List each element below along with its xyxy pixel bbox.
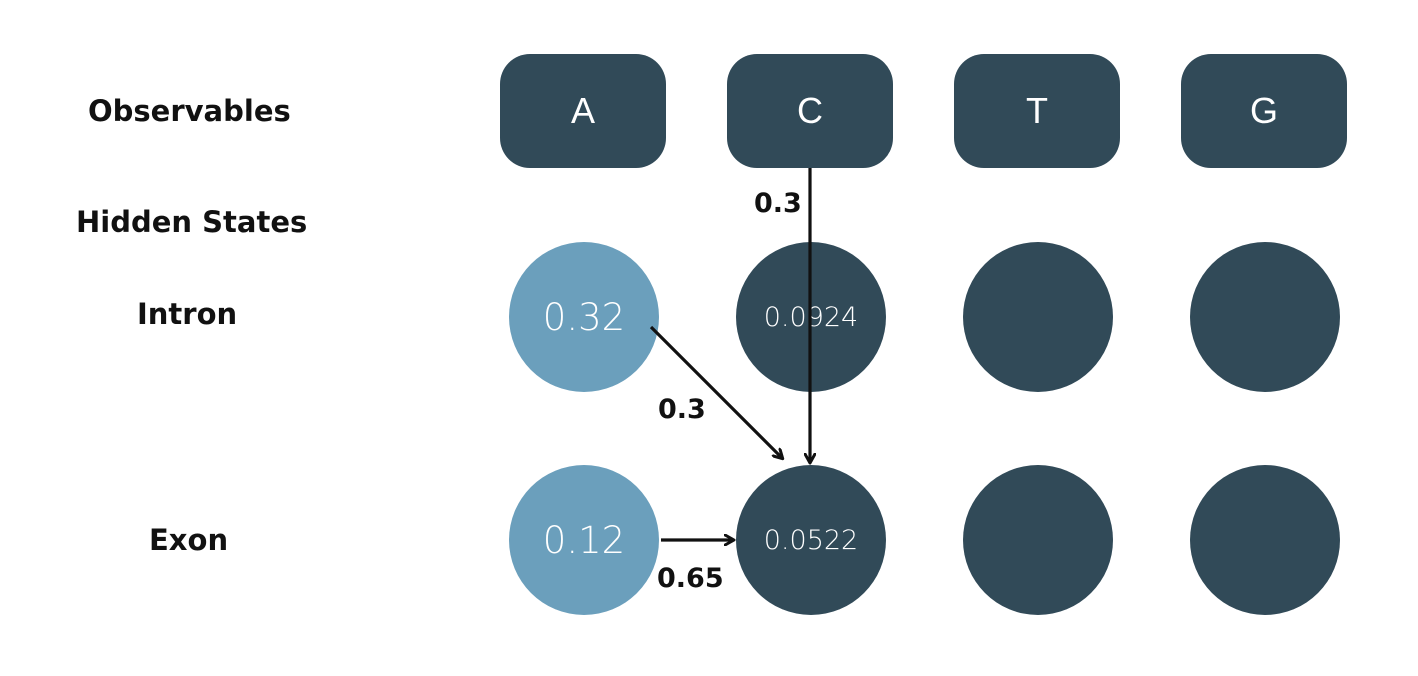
observables-label: Observables bbox=[88, 94, 291, 128]
emission-prob-label: 0.3 bbox=[754, 188, 802, 219]
transition-arrow-intron-a-to-exon-c bbox=[649, 325, 782, 458]
observable-c-text: C bbox=[797, 90, 823, 131]
exon-a-node: 0.12 bbox=[509, 465, 659, 615]
observable-t-text: T bbox=[1026, 90, 1048, 131]
exon-g-node bbox=[1190, 465, 1340, 615]
intron-t-node bbox=[963, 242, 1113, 392]
observable-g-text: G bbox=[1249, 90, 1278, 131]
exon-c-node: 0.0522 bbox=[736, 465, 886, 615]
exon-to-exon-prob-label: 0.65 bbox=[657, 563, 724, 594]
intron-label: Intron bbox=[137, 297, 238, 331]
observable-a-text: A bbox=[570, 90, 595, 131]
observable-g-box: G bbox=[1181, 54, 1347, 168]
exon-label: Exon bbox=[149, 523, 229, 557]
exon-a-value: 0.12 bbox=[542, 518, 626, 562]
exon-c-value: 0.0522 bbox=[763, 524, 859, 556]
exon-t-node bbox=[963, 465, 1113, 615]
intron-to-exon-prob-label: 0.3 bbox=[658, 394, 706, 425]
hidden-states-label: Hidden States bbox=[76, 205, 308, 239]
observable-t-box: T bbox=[954, 54, 1120, 168]
observable-a-box: A bbox=[500, 54, 666, 168]
observable-c-box: C bbox=[727, 54, 893, 168]
intron-a-node: 0.32 bbox=[509, 242, 659, 392]
intron-a-value: 0.32 bbox=[542, 295, 626, 339]
intron-g-node bbox=[1190, 242, 1340, 392]
